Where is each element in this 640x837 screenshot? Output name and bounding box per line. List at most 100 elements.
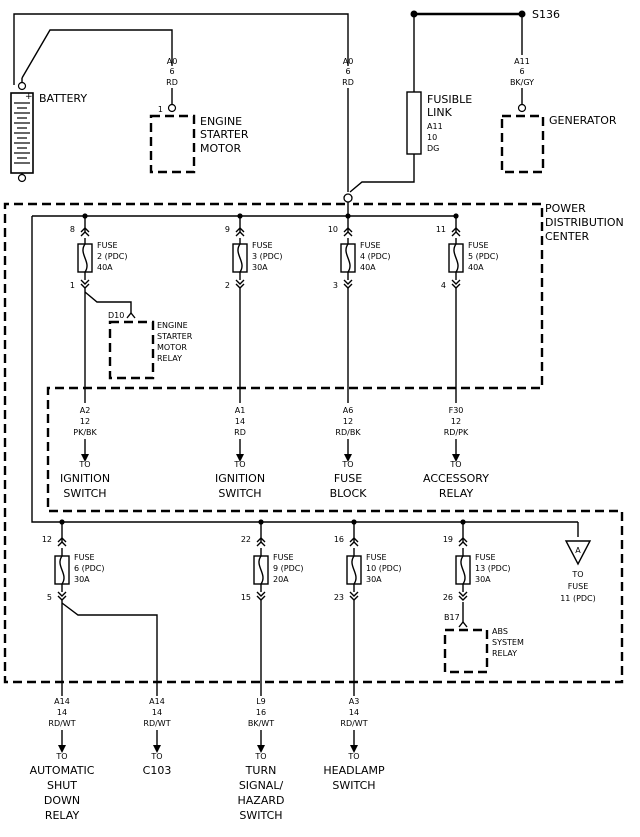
wire-label: RD/BK: [335, 428, 361, 437]
fuse-label: 10 (PDC): [366, 564, 402, 573]
destination-label: ACCESSORY: [423, 472, 489, 485]
wire-label: A1: [235, 406, 246, 415]
destination-label: RELAY: [45, 809, 80, 822]
starter-pin: 1: [158, 105, 163, 114]
generator-connector: [517, 103, 527, 113]
fuse-out-pin: 23: [334, 593, 344, 602]
fuse-label: 5 (PDC): [468, 252, 498, 261]
destination-label: TO: [254, 752, 266, 761]
fuse-label: FUSE: [360, 241, 381, 250]
fuse-in-pin: 9: [225, 225, 230, 234]
wire-label: A2: [80, 406, 91, 415]
wire-label: 14: [152, 708, 162, 717]
starter-wire-label: A0 6 RD: [166, 57, 178, 87]
starter-motor-box: [149, 114, 196, 174]
fuse-in-pin: 10: [328, 225, 338, 234]
destination-label: SHUT: [47, 779, 77, 792]
fuse-in-pin: 16: [334, 535, 344, 544]
wire-label: 14: [349, 708, 359, 717]
svg-text:A0: A0: [343, 57, 354, 66]
fuse-out-pin: 2: [225, 281, 230, 290]
svg-text:STARTER: STARTER: [157, 332, 193, 341]
wire-label: A14: [149, 697, 165, 706]
fuse-label: 13 (PDC): [475, 564, 511, 573]
starter-relay-label: ENGINE STARTER MOTOR RELAY: [157, 321, 193, 363]
fuse-label: FUSE: [74, 553, 95, 562]
fuse-out-pin: 3: [333, 281, 338, 290]
svg-text:MOTOR: MOTOR: [200, 142, 242, 155]
destination-label: AUTOMATIC: [30, 764, 95, 777]
svg-text:A11: A11: [427, 122, 443, 131]
reference-a-label: TO FUSE 11 (PDC): [560, 570, 596, 603]
svg-text:STARTER: STARTER: [200, 128, 249, 141]
wire-label: 14: [57, 708, 67, 717]
destination-label: SWITCH: [63, 487, 106, 500]
fuse-label: 9 (PDC): [273, 564, 303, 573]
destination-label: HEADLAMP: [323, 764, 385, 777]
destination-label: FUSE: [334, 472, 362, 485]
fuse-label: FUSE: [366, 553, 387, 562]
starter-motor-label: ENGINE STARTER MOTOR: [200, 115, 249, 155]
svg-text:BK/GY: BK/GY: [510, 78, 534, 87]
wire-label: RD: [234, 428, 246, 437]
destination-label: BLOCK: [330, 487, 368, 500]
svg-text:RELAY: RELAY: [157, 354, 182, 363]
fuse-in-pin: 11: [436, 225, 446, 234]
starter-relay-pin: D10: [108, 311, 124, 320]
abs-relay-box: [443, 628, 489, 674]
svg-text:RELAY: RELAY: [492, 649, 517, 658]
fuse-out-pin: 1: [70, 281, 75, 290]
wire-label: F30: [449, 406, 464, 415]
svg-text:FUSE: FUSE: [568, 582, 589, 591]
fuse-out-pin: 26: [443, 593, 453, 602]
destination-label: C103: [143, 764, 172, 777]
fuse-label: 40A: [468, 263, 484, 272]
arrow-icon: [153, 745, 161, 753]
svg-text:6: 6: [345, 67, 350, 76]
fuse-label: 30A: [475, 575, 491, 584]
fuse-in-pin: 22: [241, 535, 251, 544]
svg-text:ENGINE: ENGINE: [200, 115, 242, 128]
destination-label: SWITCH: [218, 487, 261, 500]
fuse-in-pin: 12: [42, 535, 52, 544]
wire-label: RD/WT: [143, 719, 170, 728]
fuse-label: 3 (PDC): [252, 252, 282, 261]
generator-wire-label: A11 6 BK/GY: [510, 57, 534, 87]
pdc-label: POWER DISTRIBUTION CENTER: [545, 202, 624, 243]
fuse-out-pin: 5: [47, 593, 52, 602]
destination-label: IGNITION: [215, 472, 265, 485]
fuse-label: 40A: [97, 263, 113, 272]
svg-text:DG: DG: [427, 144, 439, 153]
destination-label: SIGNAL/: [239, 779, 284, 792]
svg-text:RD: RD: [166, 78, 178, 87]
svg-text:FUSIBLE: FUSIBLE: [427, 93, 472, 106]
fuse-label: 2 (PDC): [97, 252, 127, 261]
fuse-label: 20A: [273, 575, 289, 584]
splice-label: S136: [532, 8, 560, 21]
wire-label: A6: [343, 406, 354, 415]
svg-text:POWER: POWER: [545, 202, 586, 215]
wire-label: 16: [256, 708, 266, 717]
arrow-icon: [58, 745, 66, 753]
arrow-icon: [452, 454, 460, 462]
svg-text:A0: A0: [167, 57, 178, 66]
destination-label: TO: [233, 460, 245, 469]
fuse-label: FUSE: [475, 553, 496, 562]
fuse-label: 30A: [366, 575, 382, 584]
wire-label: RD/WT: [48, 719, 75, 728]
fuse-label: 6 (PDC): [74, 564, 104, 573]
svg-text:6: 6: [169, 67, 174, 76]
svg-text:ABS: ABS: [492, 627, 508, 636]
battery-label: BATTERY: [39, 92, 87, 105]
wire-label: RD/PK: [444, 428, 469, 437]
wire-label: 12: [343, 417, 353, 426]
wire-label: 14: [235, 417, 245, 426]
arrow-icon: [350, 745, 358, 753]
